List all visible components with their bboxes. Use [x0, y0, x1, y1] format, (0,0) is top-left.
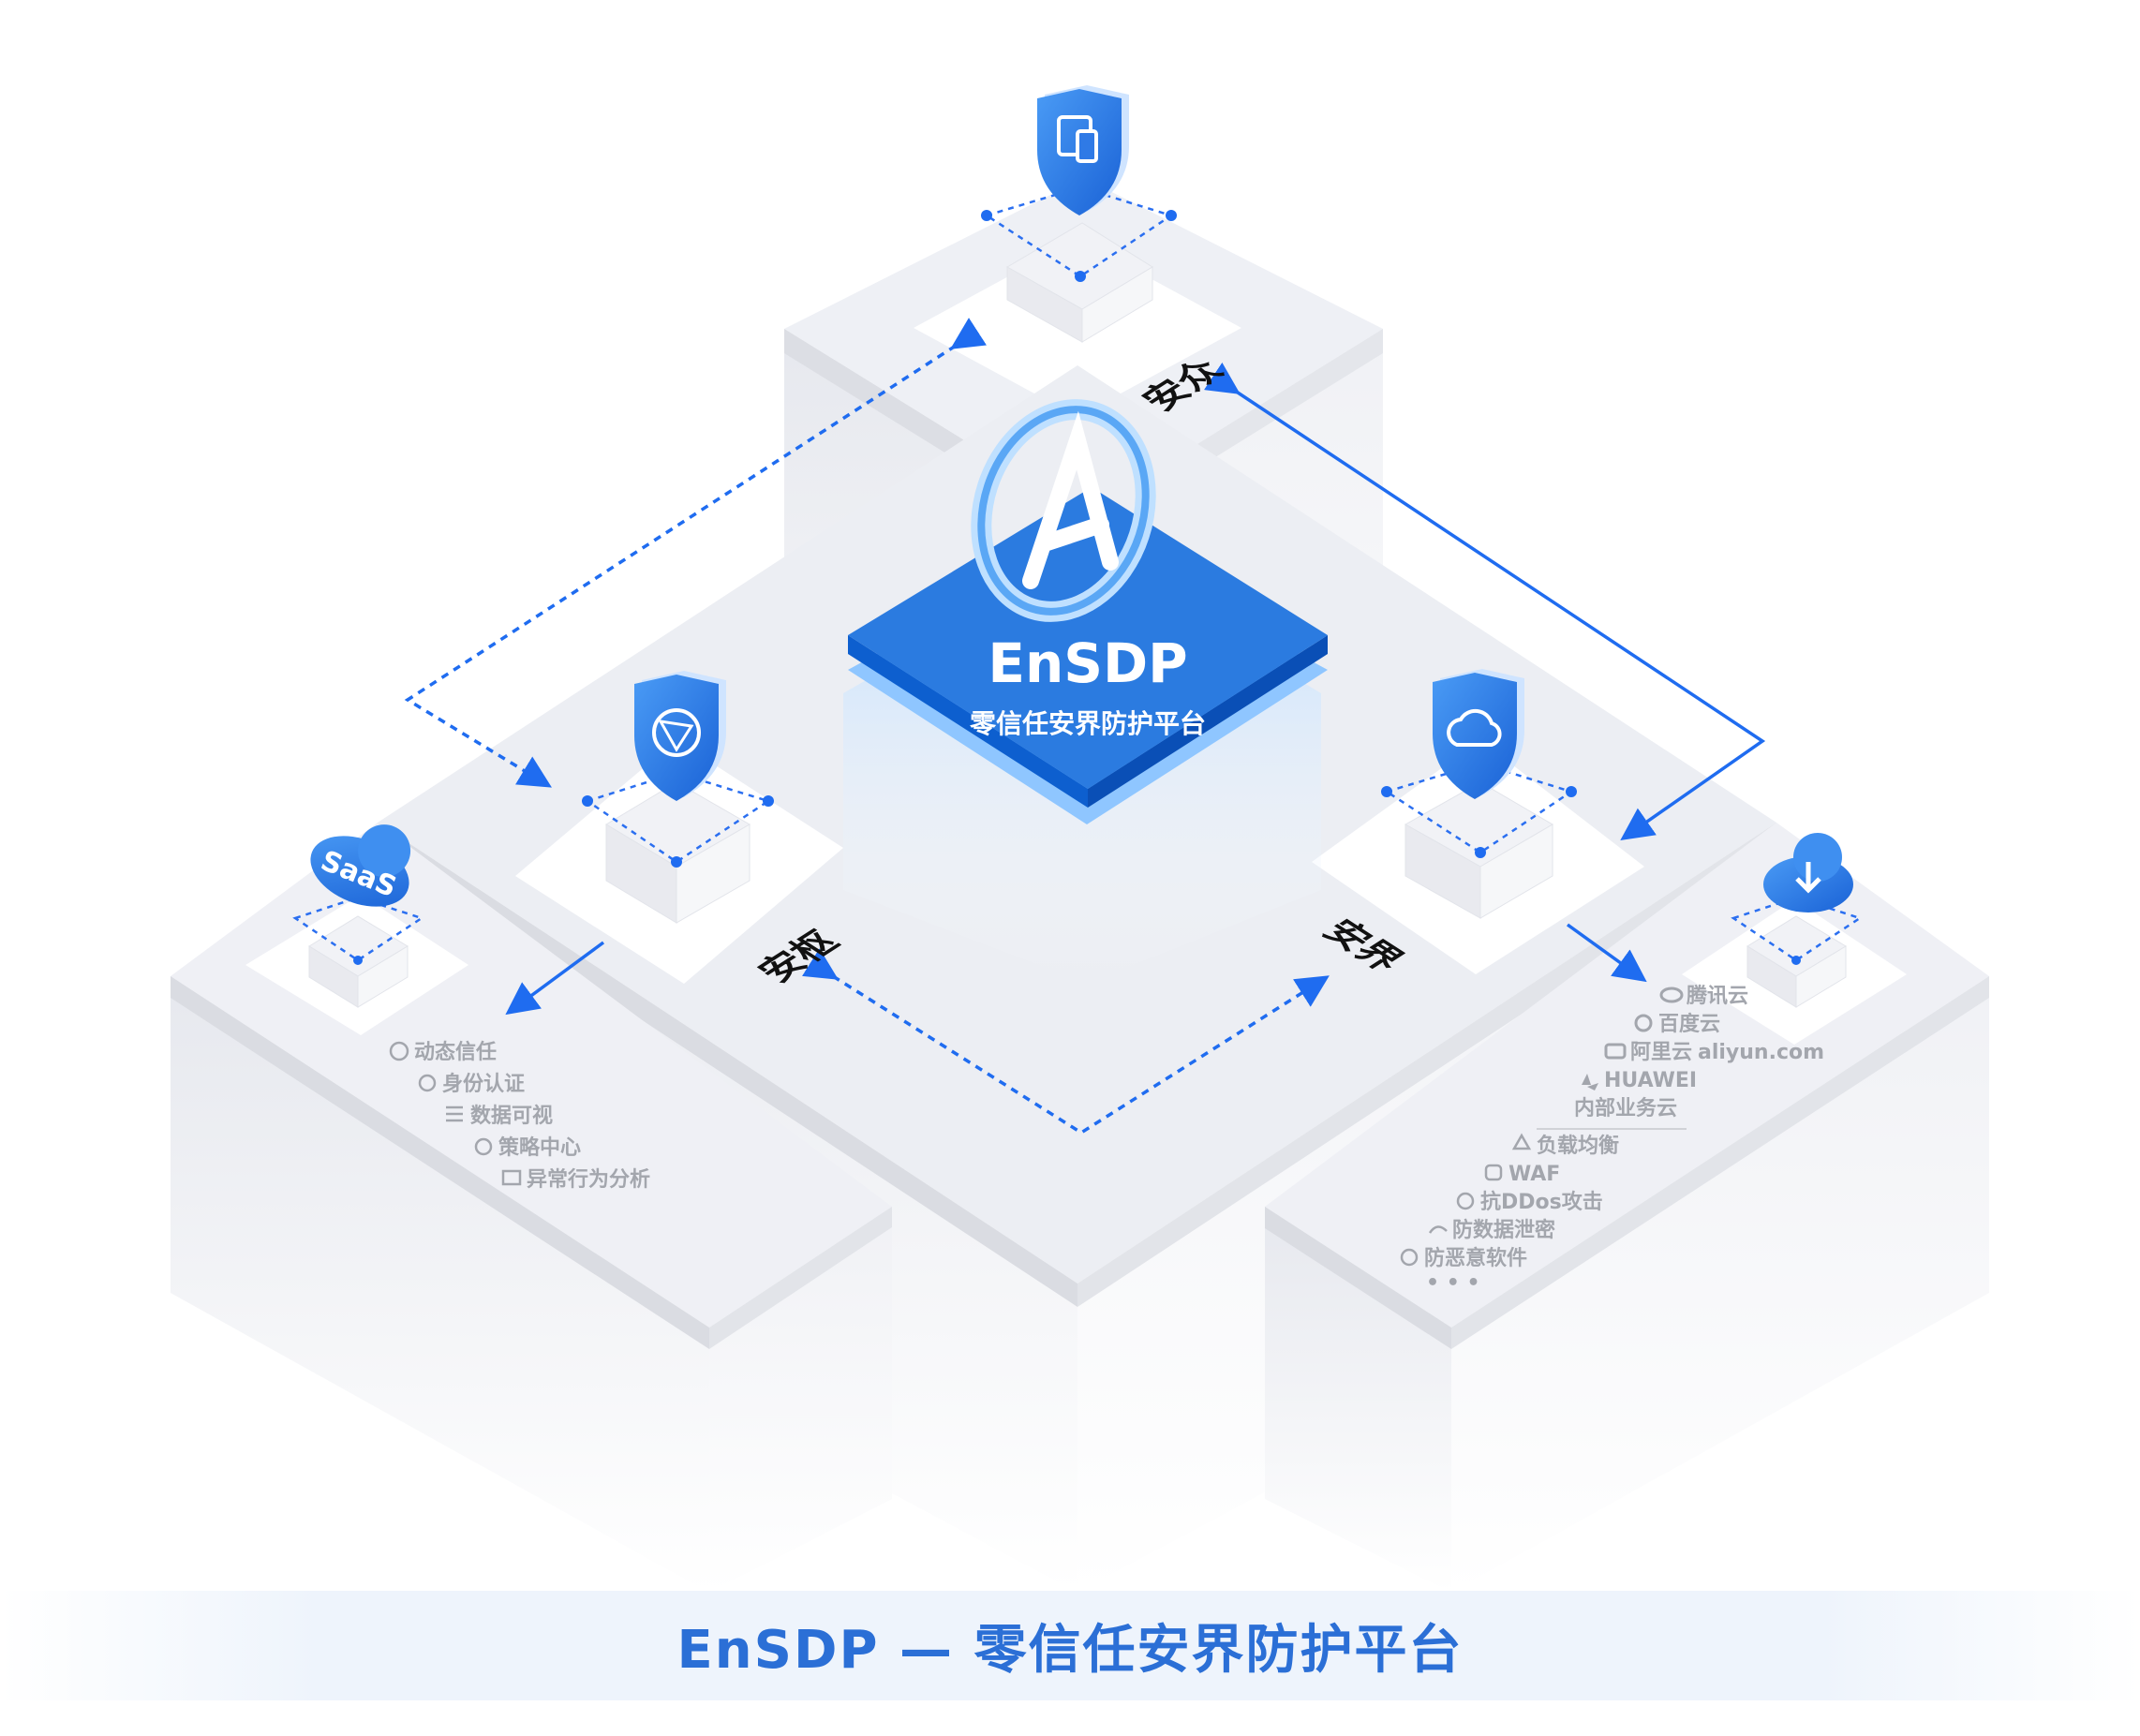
list-item: 异常行为分析: [501, 1167, 650, 1192]
svg-text:异常行为分析: 异常行为分析: [527, 1167, 650, 1192]
more-ellipsis: • • •: [1426, 1271, 1480, 1295]
svg-text:阿里云: 阿里云: [1630, 1041, 1692, 1064]
load-balance-icon: [1511, 1133, 1532, 1150]
list-item: 防恶意软件: [1400, 1246, 1527, 1270]
list-item: 身份认证: [418, 1072, 525, 1096]
device-shield-icon: [1037, 85, 1129, 215]
list-item: 腾讯云: [1659, 985, 1748, 1008]
svg-text:防恶意软件: 防恶意软件: [1424, 1246, 1527, 1270]
user-check-icon: [418, 1074, 437, 1092]
download-cloud-icon: [1763, 833, 1853, 913]
saas-cloud-icon: SaaS: [310, 824, 411, 907]
svg-text:抗DDos攻击: 抗DDos攻击: [1480, 1190, 1603, 1214]
caption-bar: EnSDP — 零信任安界防护平台: [0, 1591, 2140, 1700]
ddos-icon: [1456, 1192, 1475, 1210]
aliyun-sublabel: aliyun.com: [1698, 1041, 1824, 1064]
svg-text:HUAWEI: HUAWEI: [1604, 1069, 1697, 1092]
baidu-cloud-icon: [1634, 1014, 1653, 1032]
list-item: 动态信任: [389, 1040, 497, 1064]
list-item: 抗DDos攻击: [1456, 1190, 1603, 1214]
solid-link-right: [1203, 362, 1766, 841]
list-item: HUAWEI: [1582, 1069, 1697, 1092]
list-item: 阿里云 aliyun.com: [1604, 1041, 1824, 1064]
svg-text:防数据泄密: 防数据泄密: [1452, 1218, 1555, 1242]
list-item: 防数据泄密: [1428, 1218, 1555, 1242]
svg-text:策略中心: 策略中心: [498, 1135, 581, 1160]
graph-analysis-icon: [501, 1169, 522, 1186]
list-item: WAF: [1484, 1163, 1560, 1186]
huawei-icon: [1582, 1074, 1598, 1091]
tencent-cloud-icon: [1659, 987, 1684, 1003]
svg-text:百度云: 百度云: [1658, 1012, 1720, 1036]
ensdp-logo-icon: [971, 399, 1156, 622]
svg-text:数据可视: 数据可视: [470, 1104, 553, 1128]
list-item: 策略中心: [474, 1135, 581, 1160]
svg-text:内部业务云: 内部业务云: [1574, 1096, 1677, 1120]
malware-icon: [1400, 1248, 1419, 1267]
svg-text:腾讯云: 腾讯云: [1687, 985, 1748, 1008]
list-item: 百度云: [1634, 1012, 1720, 1036]
list-item: 内部业务云: [1574, 1096, 1677, 1120]
chip-title: EnSDP: [988, 631, 1187, 695]
svg-text:WAF: WAF: [1508, 1163, 1560, 1186]
leak-icon: [1428, 1225, 1448, 1234]
left-feature-list: 动态信任 身份认证 数据可视 策略中心 异常行为分析: [389, 1040, 650, 1192]
svg-text:负载均衡: 负载均衡: [1537, 1134, 1619, 1158]
caption-title: EnSDP — 零信任安界防护平台: [676, 1620, 1464, 1681]
list-lines-icon: [446, 1105, 463, 1122]
waf-shield-icon: [1484, 1164, 1503, 1181]
svg-text:身份认证: 身份认证: [442, 1072, 525, 1096]
list-item: 数据可视: [446, 1104, 553, 1128]
lightbulb-icon: [474, 1137, 493, 1156]
refresh-circle-icon: [389, 1041, 409, 1061]
dashed-link-left: [404, 318, 988, 788]
aliyun-icon: [1604, 1043, 1627, 1060]
connectors: [404, 318, 1766, 1135]
list-item: 负载均衡: [1511, 1133, 1619, 1158]
chip-subtitle: 零信任安界防护平台: [970, 708, 1206, 739]
dashed-link-bottom: [801, 948, 1330, 1135]
svg-text:动态信任: 动态信任: [414, 1040, 497, 1064]
